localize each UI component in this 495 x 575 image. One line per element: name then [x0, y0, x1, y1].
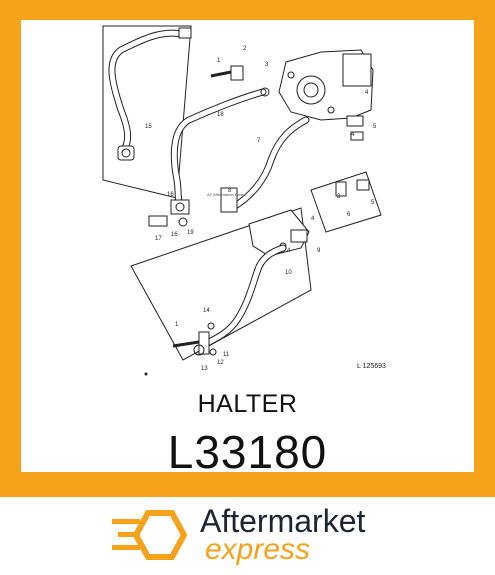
brand-name-line1: Aftermarket: [200, 503, 366, 539]
callout-number: 10: [285, 270, 292, 276]
tube-10: [205, 244, 287, 346]
callout-number: 11: [223, 352, 230, 358]
callout-number: 7: [257, 138, 261, 144]
inset-box-right: [310, 171, 382, 233]
callout-number: 8: [228, 188, 232, 194]
callout-number: 16: [171, 232, 178, 238]
callout-number: 1: [217, 58, 221, 64]
callout-number: 6: [347, 212, 351, 218]
callout-number: 5: [371, 200, 375, 206]
callout-number: 1: [175, 322, 179, 328]
callout-number: 5: [373, 124, 377, 130]
callout-number: 4: [311, 216, 315, 222]
callout-number: 2: [243, 46, 247, 52]
callout-number: 14: [203, 308, 210, 314]
inset-fitting: [117, 145, 135, 161]
callout-number: 15: [145, 124, 152, 130]
callout-number: 16: [167, 192, 174, 198]
callout-number: 12: [217, 360, 224, 366]
part-name: HALTER: [197, 390, 298, 418]
callout-number: 3: [337, 194, 341, 200]
callout-number: 18: [217, 112, 224, 118]
brand-logo-icon: [112, 510, 188, 560]
watermark-text: AF Aftermarket Parts: [207, 192, 244, 197]
lower-assembly-box: [130, 207, 312, 361]
brand-name-line2: express: [205, 533, 311, 566]
callout-number: 17: [155, 236, 162, 242]
callout-number: 4: [287, 248, 291, 254]
reference-code: L 125693: [357, 363, 386, 370]
callout-number: 19: [187, 230, 194, 236]
footer: [0, 497, 495, 575]
part-number: L33180: [167, 426, 328, 478]
callout-number: 3: [265, 62, 269, 68]
callout-number: 4: [365, 90, 369, 96]
callout-number: 9: [317, 248, 321, 254]
callout-number: 13: [201, 366, 208, 372]
callout-number: 4: [351, 132, 355, 138]
